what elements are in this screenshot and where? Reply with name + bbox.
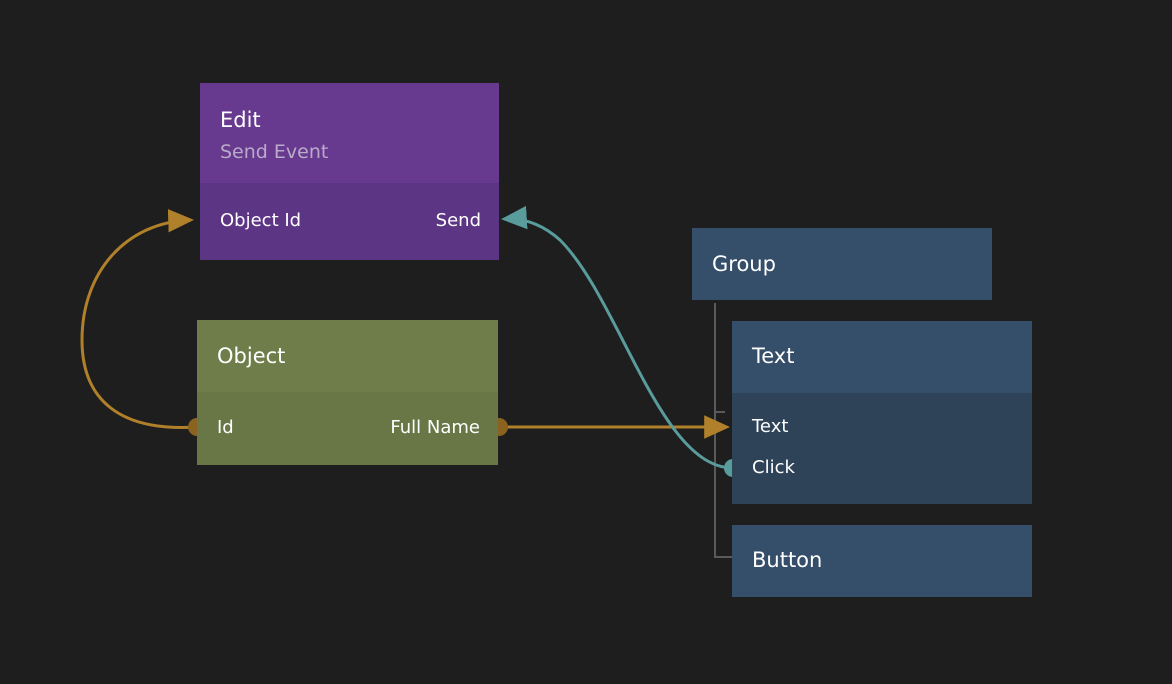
node-edit-header[interactable]: Edit Send Event [200,83,499,183]
edge-object-id-to-edit-object-id [80,209,206,436]
node-object-header[interactable]: Object [197,320,498,392]
node-text-body[interactable]: Text Click [732,393,1032,504]
edge-object-fullname-to-text-text [490,415,731,439]
node-edit-body[interactable]: Object Id Send [200,183,499,260]
port-object-id[interactable]: Id [217,417,234,438]
node-edit-subtitle: Send Event [220,141,329,163]
node-text-header[interactable]: Text [732,321,1032,393]
port-object-full-name[interactable]: Full Name [390,417,480,438]
node-group[interactable]: Group [692,228,992,300]
node-edit-title: Edit [220,108,261,132]
tree-line-branch-text [714,411,725,413]
port-edit-object-id[interactable]: Object Id [220,210,302,231]
node-text[interactable]: Text Text Click [732,321,1032,504]
node-object-body[interactable]: Id Full Name [197,392,498,465]
node-object-title: Object [217,344,286,368]
node-button[interactable]: Button [732,525,1032,597]
node-button-title: Button [752,548,823,572]
tree-line-vertical [714,303,716,558]
node-text-title: Text [752,344,795,368]
port-edit-send[interactable]: Send [435,210,481,231]
tree-line-branch-button [714,556,732,558]
node-group-title: Group [712,252,776,276]
port-text-click[interactable]: Click [752,457,795,478]
node-edit[interactable]: Edit Send Event Object Id Send [200,83,499,260]
node-object[interactable]: Object Id Full Name [197,320,498,465]
port-text-text[interactable]: Text [752,416,789,437]
